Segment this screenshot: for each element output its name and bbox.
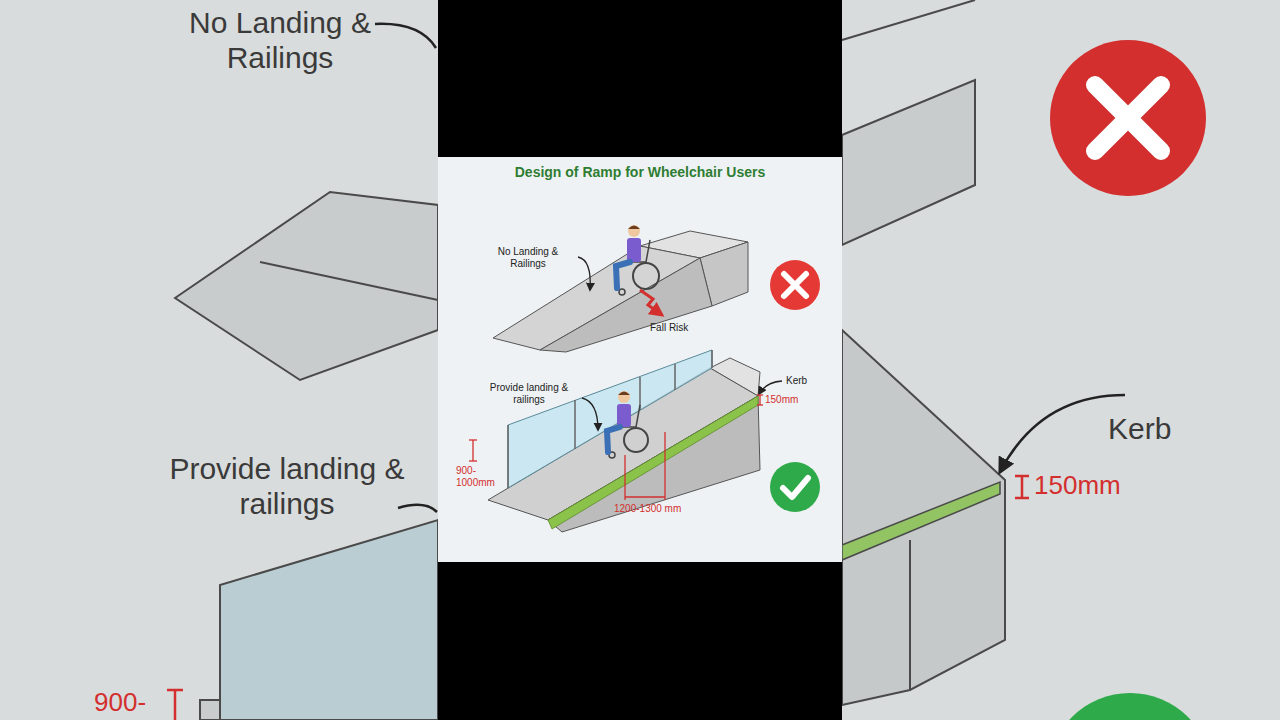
black-bar xyxy=(438,0,842,157)
zoom-dimension: 150mm xyxy=(1034,471,1121,501)
callout-label: Provide landing & railings xyxy=(478,382,580,405)
zoom-label: No Landing & Railings xyxy=(160,6,400,75)
ramp-with-railing xyxy=(469,350,820,532)
callout-label: No Landing & Railings xyxy=(480,246,576,269)
callout-label: Kerb xyxy=(786,375,807,387)
center-panel xyxy=(438,157,842,562)
dimension-label: 150mm xyxy=(765,394,798,406)
zoom-dimension: 900- xyxy=(94,688,146,718)
title: Design of Ramp for Wheelchair Users xyxy=(438,164,842,180)
black-bar xyxy=(438,562,842,720)
right-zoom xyxy=(842,0,1212,720)
ramp-no-railing xyxy=(493,225,820,352)
dimension-label: 900-1000mm xyxy=(456,465,502,488)
zoom-label: Kerb xyxy=(1108,412,1171,447)
zoom-label: Provide landing & railings xyxy=(168,452,406,521)
left-zoom xyxy=(167,24,438,720)
warning-label: Fall Risk xyxy=(650,322,688,334)
dimension-label: 1200-1300 mm xyxy=(614,503,681,515)
